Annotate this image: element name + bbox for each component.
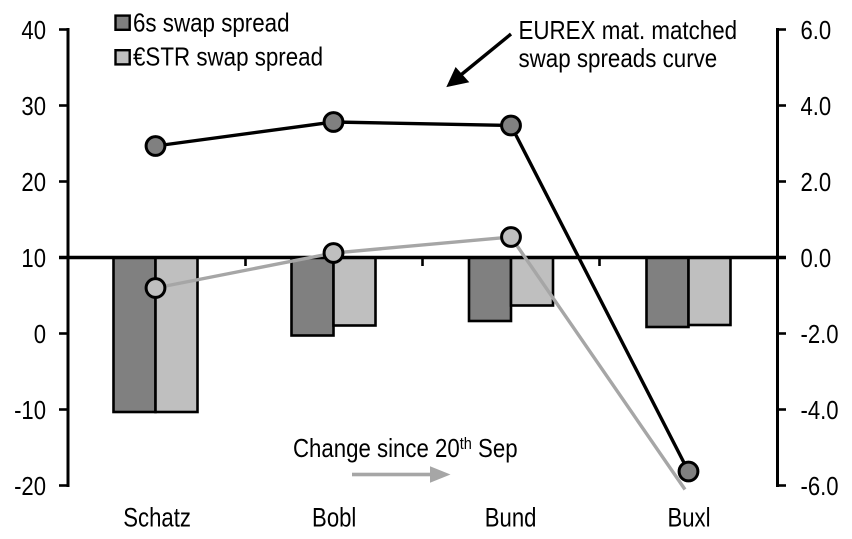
svg-text:20: 20 [21, 168, 46, 197]
svg-text:-20: -20 [14, 472, 46, 501]
svg-text:Change since 20th Sep: Change since 20th Sep [293, 434, 518, 463]
svg-text:4.0: 4.0 [801, 92, 832, 121]
svg-text:Bund: Bund [485, 504, 537, 534]
svg-text:30: 30 [21, 92, 46, 121]
svg-text:Bobl: Bobl [312, 504, 356, 534]
svg-text:€STR swap spread: €STR swap spread [133, 43, 323, 72]
svg-text:40: 40 [21, 16, 46, 45]
svg-text:-4.0: -4.0 [801, 396, 839, 425]
svg-text:0: 0 [34, 320, 46, 349]
svg-text:6s swap spread: 6s swap spread [133, 9, 290, 38]
svg-text:0.0: 0.0 [801, 244, 832, 273]
svg-text:Buxl: Buxl [667, 504, 710, 534]
svg-text:2.0: 2.0 [801, 168, 832, 197]
svg-text:swap spreads curve: swap spreads curve [519, 44, 718, 73]
svg-text:-6.0: -6.0 [801, 472, 839, 501]
svg-text:10: 10 [21, 244, 46, 273]
svg-text:EUREX mat. matched: EUREX mat. matched [519, 17, 738, 46]
svg-text:-2.0: -2.0 [801, 320, 839, 349]
svg-text:-10: -10 [14, 396, 46, 425]
svg-text:6.0: 6.0 [801, 16, 832, 45]
svg-text:Schatz: Schatz [123, 504, 191, 534]
